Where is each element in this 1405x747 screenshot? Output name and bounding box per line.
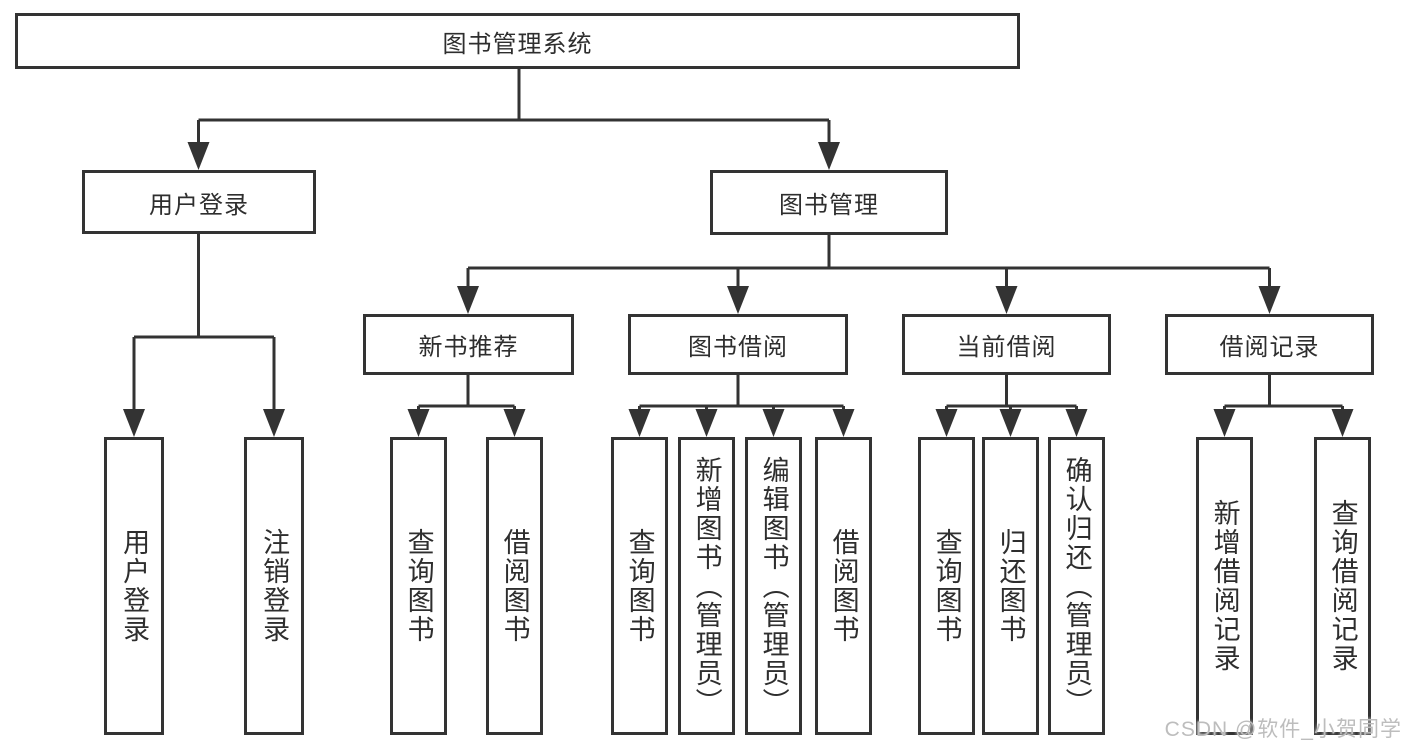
arrowhead — [995, 286, 1018, 314]
node-leaf-borrow-books: 借阅图书 — [815, 437, 872, 735]
node-leaf-query-borrow-record: 查询借阅记录 — [1314, 437, 1371, 735]
arrowhead — [1258, 286, 1281, 314]
arrowhead — [695, 409, 718, 437]
connector-book-management — [466, 235, 1271, 291]
connector-user-login — [132, 233, 276, 412]
arrowhead — [818, 142, 840, 170]
node-user-login: 用户登录 — [82, 170, 316, 234]
connector-current-borrow — [945, 374, 1078, 414]
node-root: 图书管理系统 — [15, 13, 1020, 69]
arrowhead — [503, 409, 526, 437]
connector-root-to-level2 — [197, 68, 831, 146]
arrowhead — [187, 142, 210, 170]
arrowhead — [1213, 409, 1236, 437]
arrowhead — [457, 286, 479, 314]
node-leaf-add-book-admin: 新增图书（管理员） — [678, 437, 735, 735]
node-leaf-return-book: 归还图书 — [982, 437, 1039, 735]
arrowhead — [832, 409, 855, 437]
arrowhead — [999, 409, 1022, 437]
node-leaf-borrow-books-recommend: 借阅图书 — [486, 437, 543, 735]
node-leaf-edit-book-admin: 编辑图书（管理员） — [745, 437, 802, 735]
arrowhead — [407, 409, 430, 437]
arrowhead — [1331, 409, 1354, 437]
arrowhead — [762, 409, 785, 437]
node-new-book-recommend: 新书推荐 — [363, 314, 574, 375]
node-current-borrow: 当前借阅 — [902, 314, 1111, 375]
node-book-management: 图书管理 — [710, 170, 948, 235]
arrowhead — [628, 409, 651, 437]
node-leaf-add-borrow-record: 新增借阅记录 — [1196, 437, 1253, 735]
node-borrow-records: 借阅记录 — [1165, 314, 1374, 375]
arrowhead — [1065, 409, 1088, 437]
node-leaf-query-books-recommend: 查询图书 — [390, 437, 447, 735]
node-leaf-user-login: 用户登录 — [104, 437, 164, 735]
node-leaf-logout: 注销登录 — [244, 437, 304, 735]
arrowhead — [935, 409, 958, 437]
arrowhead — [263, 409, 285, 437]
node-book-borrow: 图书借阅 — [628, 314, 848, 375]
arrowhead — [727, 286, 749, 314]
connector-book-borrow — [638, 374, 845, 414]
connector-borrow-records — [1223, 374, 1344, 414]
node-leaf-confirm-return-admin: 确认归还（管理员） — [1048, 437, 1105, 735]
node-leaf-query-books-current: 查询图书 — [918, 437, 975, 735]
connector-new-book-recommend — [417, 374, 516, 414]
arrowhead — [123, 409, 145, 437]
node-leaf-query-books-borrow: 查询图书 — [611, 437, 668, 735]
